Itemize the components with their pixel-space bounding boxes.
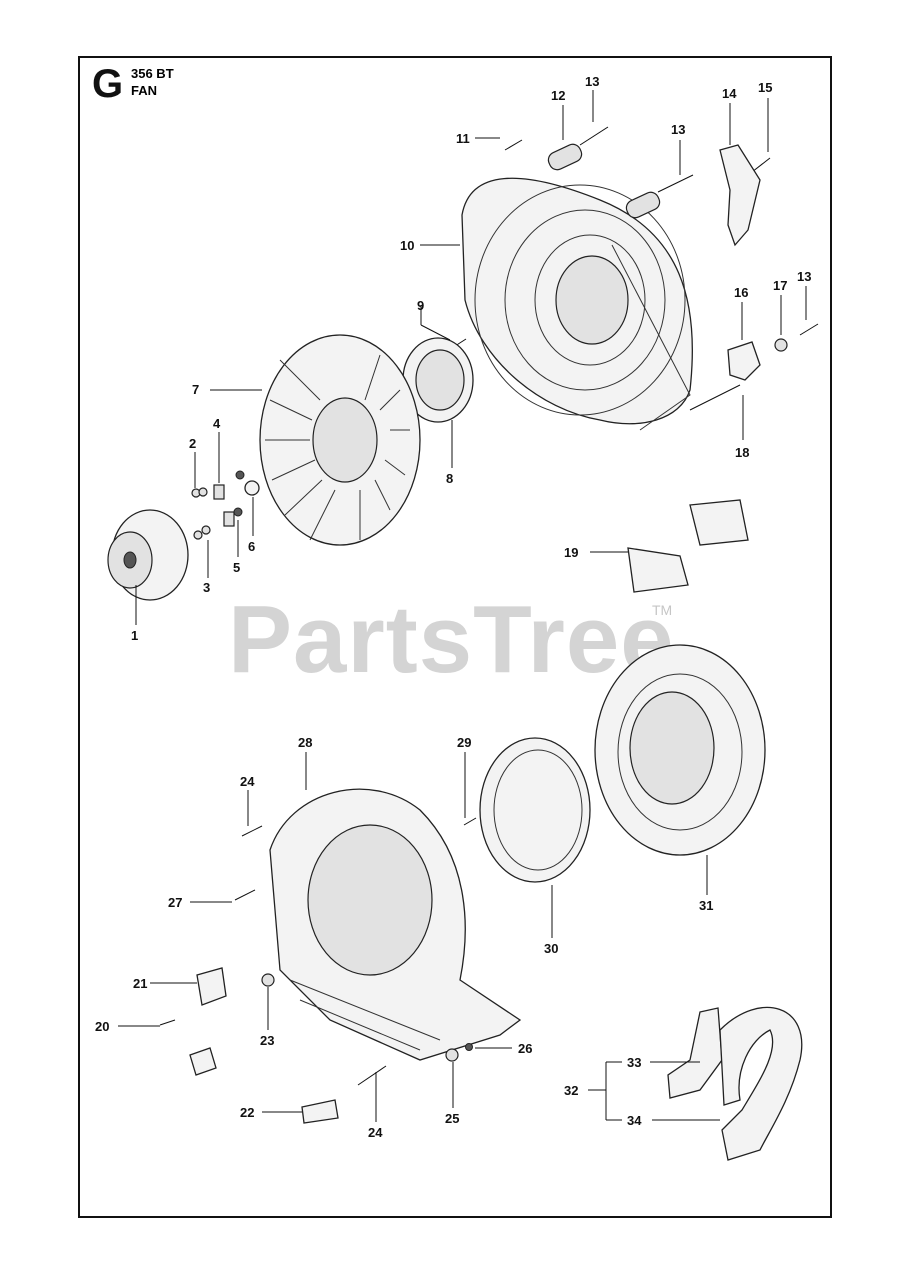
callout-13-c: 13 xyxy=(797,269,811,284)
part-16-clamp[interactable] xyxy=(689,338,788,411)
callout-6: 6 xyxy=(248,539,255,554)
callout-31: 31 xyxy=(699,898,713,913)
section-letter: G xyxy=(92,62,124,106)
diagram-frame xyxy=(78,56,832,1218)
model-label: 356 BT xyxy=(131,66,174,81)
callout-9: 9 xyxy=(417,298,424,313)
callout-5: 5 xyxy=(233,560,240,575)
callout-1: 1 xyxy=(131,628,138,643)
part-31-ring-plate[interactable] xyxy=(594,644,766,856)
parts-2-6-fasteners[interactable] xyxy=(191,470,260,540)
part-7-impeller[interactable] xyxy=(259,334,421,546)
callout-33: 33 xyxy=(627,1055,641,1070)
callout-19: 19 xyxy=(564,545,578,560)
callout-15: 15 xyxy=(758,80,772,95)
callout-8: 8 xyxy=(446,471,453,486)
part-10-fan-housing[interactable] xyxy=(461,177,693,431)
callout-7: 7 xyxy=(192,382,199,397)
callout-10: 10 xyxy=(400,238,414,253)
callout-labels: 11 12 13 13 14 15 10 9 16 17 13 18 7 4 2… xyxy=(95,74,811,1140)
callout-34: 34 xyxy=(627,1113,642,1128)
callout-24-b: 24 xyxy=(368,1125,383,1140)
callout-12: 12 xyxy=(551,88,565,103)
part-14-bracket[interactable] xyxy=(719,144,761,247)
part-28-lower-housing[interactable] xyxy=(269,788,522,1061)
callout-23: 23 xyxy=(260,1033,274,1048)
callout-16: 16 xyxy=(734,285,748,300)
callout-11: 11 xyxy=(456,131,470,146)
part-30-ring[interactable] xyxy=(479,737,591,883)
callout-20: 20 xyxy=(95,1019,109,1034)
callout-26: 26 xyxy=(518,1041,532,1056)
part-32-handle[interactable] xyxy=(667,1006,803,1161)
callout-18: 18 xyxy=(735,445,749,460)
callout-14: 14 xyxy=(722,86,737,101)
callout-13-b: 13 xyxy=(671,122,685,137)
part-1-hub[interactable] xyxy=(107,509,189,601)
callout-29: 29 xyxy=(457,735,471,750)
callout-28: 28 xyxy=(298,735,312,750)
callout-13-a: 13 xyxy=(585,74,599,89)
callout-22: 22 xyxy=(240,1105,254,1120)
callout-32: 32 xyxy=(564,1083,578,1098)
callout-21: 21 xyxy=(133,976,147,991)
callout-2: 2 xyxy=(189,436,196,451)
section-title: FAN xyxy=(131,83,157,98)
callout-27: 27 xyxy=(168,895,182,910)
callout-24-a: 24 xyxy=(240,774,255,789)
callout-3: 3 xyxy=(203,580,210,595)
part-19-clamp[interactable] xyxy=(627,499,749,593)
trademark-symbol: TM xyxy=(652,602,673,618)
leader-lines xyxy=(118,90,807,1122)
watermark: PartsTree xyxy=(228,586,675,693)
callout-17: 17 xyxy=(773,278,787,293)
callout-25: 25 xyxy=(445,1111,459,1126)
callout-4: 4 xyxy=(213,416,221,431)
callout-30: 30 xyxy=(544,941,558,956)
lower-small-parts[interactable] xyxy=(159,817,477,1124)
part-12-bushing[interactable] xyxy=(546,142,662,221)
